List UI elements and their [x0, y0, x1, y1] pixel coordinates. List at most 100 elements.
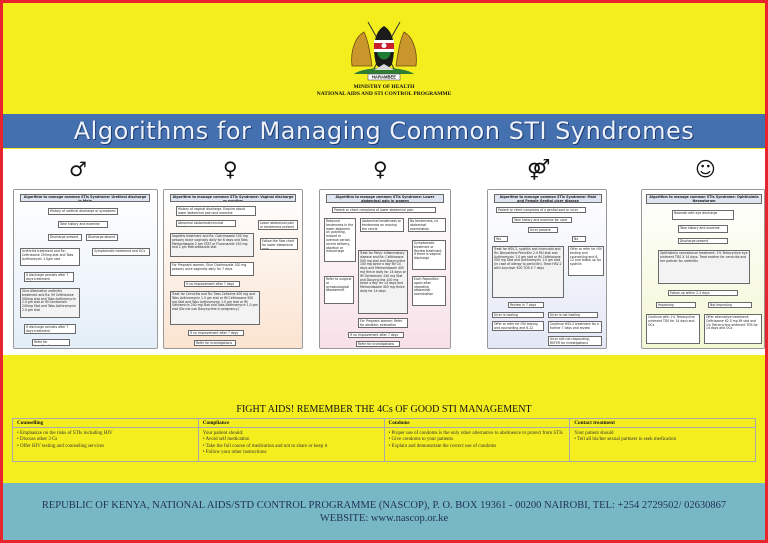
flow-box: Discharge absent: [86, 234, 118, 241]
flow-box: For Pregnant women: Refer for obstetric …: [358, 318, 408, 328]
list-item: Give condoms to your patients: [389, 437, 566, 443]
column-lead: Your patient should: [574, 431, 614, 437]
chart-title: Algorithm to manage common STIs Syndrome…: [646, 194, 762, 204]
flow-box: Follow the flow chart for lower abdomina…: [260, 238, 298, 250]
flow-box: For Pregnant women: Give Clotrimazole 10…: [170, 262, 254, 276]
fight-aids-heading: FIGHT AIDS! REMEMBER THE 4Cs OF GOOD STI…: [236, 404, 532, 415]
flow-box: Continue HSV-2 treatment for a further 7…: [548, 321, 602, 333]
list-item: Explain and demonstrate the correct use …: [389, 444, 566, 450]
flow-box: History of vaginal discharge. Enquire ab…: [176, 206, 256, 216]
list-item: Emphasize on the risks of STIs including…: [17, 431, 194, 437]
flow-box: If discharge persists after 7 days treat…: [24, 324, 76, 334]
compliance-column: Compliance Your patient should: Avoid se…: [198, 419, 385, 461]
ministry-line2: NATIONAL AIDS AND STI CONTROL PROGRAMME: [316, 91, 452, 97]
four-cs-table: Counselling Emphasize on the risks of ST…: [12, 418, 756, 462]
flow-box: Offer alternative treatment: Ceftriaxone…: [704, 314, 762, 344]
flow-box: If discharge persists after 7 days treat…: [24, 272, 74, 282]
list-item: Avoid self medication: [203, 437, 380, 443]
list-item: Offer HIV testing and counseling service…: [17, 444, 194, 450]
flow-box: Offer or refer for HIV testing and couns…: [492, 321, 544, 331]
flow-box: Refer for investigations: [356, 341, 400, 347]
flow-box: Each Reposition again after repeating ab…: [412, 276, 446, 306]
flow-box: Take history and examine: [58, 221, 108, 228]
page-title: Algorithms for Managing Common STI Syndr…: [73, 117, 695, 145]
chart-title: Algorithm to manage common STIs Syndrome…: [20, 194, 150, 202]
column-heading: Condoms: [384, 420, 570, 429]
list-item: Discuss other 3 Cs: [17, 437, 194, 443]
flow-box: Symptomatic treatment and OCs: [92, 248, 150, 256]
flow-box: Lower abdominal pain or tenderness prese…: [258, 220, 298, 230]
column-heading: Contact treatment: [570, 420, 755, 429]
flow-box: Ulcer present: [528, 227, 558, 233]
baby-icon: ☺: [695, 157, 716, 181]
female-icon: ♀: [223, 157, 238, 181]
flow-box: Take history and examine for ulcer: [512, 217, 572, 223]
flow-box: Abdominal tenderness or tenderness on mo…: [360, 218, 404, 232]
contact-treatment-column: Contact treatment Your patient should Te…: [570, 419, 755, 461]
list-item: Follow your other instructions: [203, 450, 380, 456]
flow-box: Give Alternative urethritis treatment an…: [20, 288, 80, 318]
list-item: Proper use of condoms is the only other …: [389, 431, 566, 437]
ministry-heading: MINISTRY OF HEALTH NATIONAL AIDS AND STI…: [230, 84, 538, 98]
flow-box: History of urethral discharge or symptom…: [48, 208, 118, 215]
flow-box: Vaginitis treatment and Rx: Clotrimazole…: [170, 233, 254, 257]
column-lead: Your patient should:: [202, 431, 244, 437]
footer-website: WEBSITE: www.nascop.or.ke: [319, 512, 449, 524]
chart-title: Algorithm to manage common STIs Syndrome…: [326, 194, 444, 203]
flow-box: Yes: [494, 236, 508, 242]
emblem-motto: HARAMBEE: [372, 75, 396, 80]
female-icon: ♀: [373, 157, 388, 181]
flow-box: Abnormal abdominal/cervical tenderness: [176, 220, 236, 227]
flow-box: Discharge present: [48, 234, 82, 241]
flow-box: Ophthalmia neonatorum treatment: 1% Tetr…: [658, 250, 750, 284]
coat-of-arms-emblem: HARAMBEE: [351, 21, 417, 81]
title-banner: Algorithms for Managing Common STI Syndr…: [3, 114, 765, 148]
flow-box: Review in 7 days: [508, 302, 544, 308]
flow-box: Discharge present: [678, 238, 728, 244]
flow-box: If no improvement after 7 days: [184, 281, 240, 287]
flow-box: Refer for investigations: [194, 340, 236, 346]
flow-box: Urethritis treatment and Rx: Ceftriaxone…: [20, 248, 80, 266]
flow-box: Treat for HSV-2, syphilis and chancroid …: [492, 246, 564, 298]
flow-box: Neonate with eye discharge: [672, 210, 734, 220]
chart-title: Algorithm to manage common STIs Syndrome…: [170, 194, 296, 202]
counselling-column: Counselling Emphasize on the risks of ST…: [13, 419, 199, 461]
ministry-line1: MINISTRY OF HEALTH: [353, 84, 415, 90]
column-heading: Counselling: [13, 420, 198, 429]
vaginal-discharge-algorithm: Algorithm to manage common STIs Syndrome…: [163, 189, 303, 349]
flow-box: No tenderness, no abdominal examination: [408, 218, 446, 232]
flow-box: If no improvement after 7 days: [348, 332, 404, 338]
footer-address: REPUBLIC OF KENYA, NATIONAL AIDS/STD CON…: [41, 499, 727, 511]
algorithms-panel: ♂ ♀ ♀ ⚤ ☺ Algorithm to manage common STI…: [3, 149, 765, 355]
flow-box: Follow-up within 2-3 days: [668, 290, 738, 296]
chart-title: Algorithm to manage common STIs Syndrome…: [494, 194, 602, 203]
column-heading: Compliance: [198, 420, 384, 429]
footer: REPUBLIC OF KENYA, NATIONAL AIDS/STD CON…: [3, 483, 765, 540]
flow-box: Refer to surgical or gynaecological asse…: [324, 276, 354, 304]
list-item: Tell all his/her sexual partners to seek…: [574, 437, 751, 443]
condoms-column: Condoms Proper use of condoms is the onl…: [384, 419, 571, 461]
flow-box: Not improving: [708, 302, 752, 308]
flow-box: Treat for Pelvic inflammatory disease an…: [358, 250, 408, 314]
flow-box: Take history and examine: [678, 225, 728, 233]
flow-box: Rebound tenderness in the lower abdomen …: [324, 218, 356, 262]
couple-icon: ⚤: [527, 157, 551, 181]
flow-box: Ulcer is not healing: [548, 312, 598, 318]
list-item: Take the full course of medication and n…: [203, 444, 380, 450]
flow-box: Offer or refer for HIV testing and couns…: [568, 246, 604, 276]
flow-box: Refer for investigations: [32, 339, 70, 346]
male-icon: ♂: [69, 157, 87, 181]
flow-box: Symptomatic treatment or Review treatmen…: [412, 240, 446, 270]
flow-box: Treat for Cervicitis and Rx: Tabs Cefixi…: [170, 291, 260, 325]
flow-box: Improving: [656, 302, 696, 308]
genital-ulcer-algorithm: Algorithm to manage common STIs Syndrome…: [487, 189, 607, 349]
lower-abdominal-pain-algorithm: Algorithm to manage common STIs Syndrome…: [319, 189, 451, 349]
flow-box: Ulcer is healing: [492, 312, 544, 318]
flow-box: Ulcer still not responding, REFER for in…: [548, 336, 602, 346]
flow-box: Patient or client complains of lower abd…: [332, 207, 436, 213]
flow-box: If no improvement after 7 days: [188, 330, 244, 336]
flow-box: Continue with 1% Tetracycline ointment T…: [646, 314, 700, 344]
ophthalmia-neonatorum-algorithm: Algorithm to manage common STIs Syndrome…: [641, 189, 765, 349]
flow-box: Patient or client complains of a genital…: [496, 207, 586, 213]
flow-box: No: [572, 236, 586, 242]
